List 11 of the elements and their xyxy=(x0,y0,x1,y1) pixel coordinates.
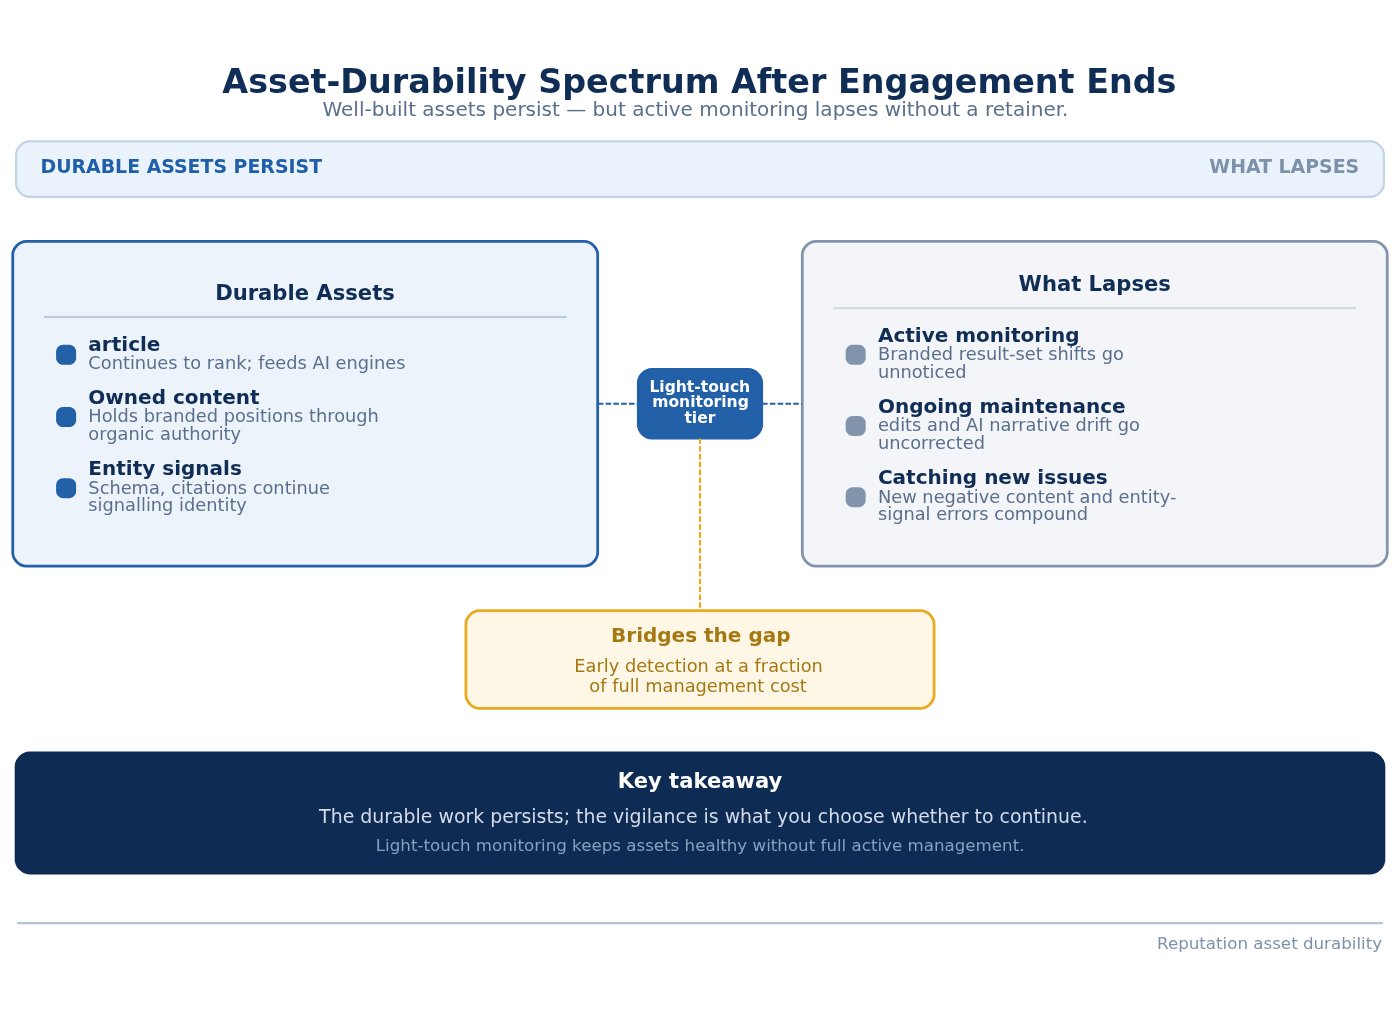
node-box: DURABLE ASSETS PERSIST WHAT LAPSES xyxy=(14,139,1386,198)
connector xyxy=(762,402,803,405)
node-box: What Lapses Active monitoring Branded result-set shifts go unnoticed Ongoing maintenance edits and AI narrative drift go uncorrected Catching new issues New negative content and entity-signal errors compound xyxy=(800,239,1389,567)
diagram-title: Asset-Durability Spectrum After Engagement Ends xyxy=(222,61,1177,101)
label: Reputation asset durability xyxy=(1157,933,1383,953)
node-box: Durable Assets article Continues to rank; feeds AI engines Owned content Holds branded positions through organic authority Entity signals Schema, citations continue signalling identity xyxy=(11,239,600,567)
node-box: Light-touch monitoring tier xyxy=(636,367,764,440)
connector xyxy=(597,402,639,405)
connector xyxy=(698,438,702,610)
node-box: Key takeaway The durable work persists; the vigilance is what you choose whether to continue. Light-touch monitoring keeps assets healthy without full active management. xyxy=(14,751,1386,874)
node-box: Bridges the gap Early detection at a fraction of full management cost xyxy=(464,608,936,710)
